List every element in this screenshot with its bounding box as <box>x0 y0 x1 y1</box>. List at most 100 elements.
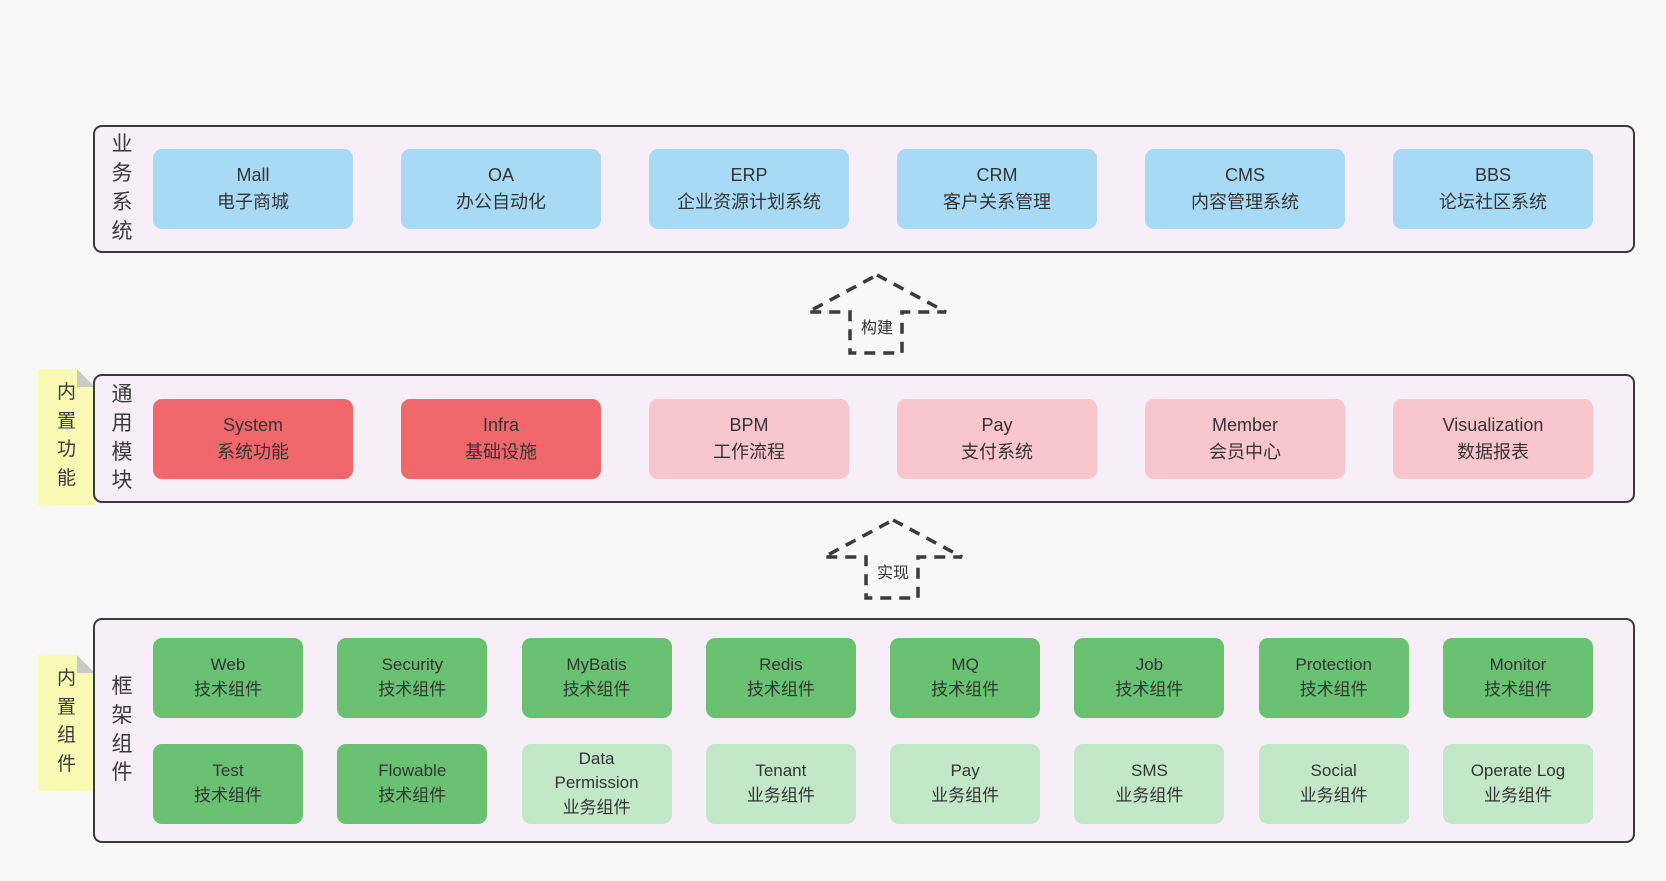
box-subtitle: 技术组件 <box>1115 679 1184 699</box>
arrow-build-label: 构建 <box>857 314 897 338</box>
box-mq: MQ 技术组件 <box>890 637 1041 718</box>
box-name: System <box>222 414 283 435</box>
box-subtitle: 业务组件 <box>1483 785 1552 805</box>
band-label-components: 框架组件 <box>95 620 149 841</box>
box-subtitle: 技术组件 <box>378 785 447 805</box>
box-subtitle: 系统功能 <box>217 441 289 462</box>
box-web: Web 技术组件 <box>153 637 303 718</box>
note-text: 内置功能 <box>56 382 76 489</box>
box-name: Test <box>212 760 244 780</box>
box-system: System 系统功能 <box>153 398 353 479</box>
band-modules-boxes: System 系统功能 Infra 基础设施 BPM 工作流程 Pay 支付系统… <box>149 376 1633 501</box>
band-label-business: 业务系统 <box>95 127 149 251</box>
arrow-implement: 实现 <box>821 517 965 601</box>
box-data-permission: Data Permission 业务组件 <box>521 743 672 824</box>
box-infra: Infra 基础设施 <box>401 398 601 479</box>
box-subtitle: 客户关系管理 <box>943 192 1051 212</box>
box-subtitle: 技术组件 <box>194 679 262 699</box>
box-mall: Mall 电子商城 <box>153 149 353 229</box>
box-mybatis: MyBatis 技术组件 <box>521 637 672 718</box>
box-name: CRM <box>976 165 1018 185</box>
box-flowable: Flowable 技术组件 <box>337 743 488 824</box>
box-tenant: Tenant 业务组件 <box>705 743 856 824</box>
box-name: Data Permission <box>554 748 639 793</box>
box-subtitle: 电子商城 <box>217 192 289 212</box>
box-member: Member 会员中心 <box>1145 398 1345 479</box>
band-label-modules: 通用模块 <box>95 376 149 501</box>
box-subtitle: 企业资源计划系统 <box>677 192 821 212</box>
box-name: ERP <box>730 165 768 185</box>
box-name: BBS <box>1474 165 1512 185</box>
box-name: Pay <box>950 760 980 780</box>
box-name: Operate Log <box>1470 760 1566 780</box>
box-name: Visualization <box>1442 414 1544 435</box>
box-subtitle: 工作流程 <box>713 441 785 462</box>
box-operate-log: Operate Log 业务组件 <box>1442 743 1593 824</box>
box-subtitle: 办公自动化 <box>456 192 546 212</box>
box-name: BPM <box>729 414 769 435</box>
box-subtitle: 技术组件 <box>746 679 815 699</box>
box-name: OA <box>487 165 514 185</box>
box-name: Monitor <box>1489 654 1547 674</box>
arrow-build: 构建 <box>805 272 949 356</box>
box-pay-module: Pay 支付系统 <box>897 398 1097 479</box>
box-subtitle: 业务组件 <box>746 785 815 805</box>
box-social: Social 业务组件 <box>1258 743 1409 824</box>
box-subtitle: 技术组件 <box>931 679 1000 699</box>
band-components-boxes: Web 技术组件 Security 技术组件 MyBatis 技术组件 Redi… <box>149 620 1633 841</box>
arrow-implement-label: 实现 <box>873 559 913 583</box>
box-name: Member <box>1211 414 1278 435</box>
box-bbs: BBS 论坛社区系统 <box>1393 149 1593 229</box>
box-name: CMS <box>1225 165 1265 185</box>
box-name: Security <box>381 654 443 674</box>
arrow-up-dashed-icon <box>807 273 947 355</box>
box-security: Security 技术组件 <box>337 637 488 718</box>
box-cms: CMS 内容管理系统 <box>1145 149 1345 229</box>
components-row-2: Test 技术组件 Flowable 技术组件 Data Permission … <box>153 743 1593 824</box>
box-name: Job <box>1135 654 1164 674</box>
box-bpm: BPM 工作流程 <box>649 398 849 479</box>
band-framework-components: 框架组件 Web 技术组件 Security 技术组件 MyBatis 技术组件… <box>93 618 1635 843</box>
box-subtitle: 技术组件 <box>194 785 262 805</box>
box-subtitle: 技术组件 <box>1299 679 1368 699</box>
box-subtitle: 业务组件 <box>931 785 1000 805</box>
box-name: SMS <box>1130 760 1168 780</box>
sticky-note-built-in-components: 内置组件 <box>38 655 95 791</box>
band-label-text: 业务系统 <box>111 133 133 243</box>
box-subtitle: 基础设施 <box>465 441 537 462</box>
box-name: Protection <box>1295 654 1372 674</box>
box-crm: CRM 客户关系管理 <box>897 149 1097 229</box>
arrow-up-dashed-icon <box>823 518 963 600</box>
box-protection: Protection 技术组件 <box>1258 637 1409 718</box>
box-subtitle: 业务组件 <box>562 797 631 817</box>
box-oa: OA 办公自动化 <box>401 149 601 229</box>
box-subtitle: 技术组件 <box>378 679 447 699</box>
box-redis: Redis 技术组件 <box>705 637 856 718</box>
box-subtitle: 论坛社区系统 <box>1439 192 1547 212</box>
box-name: Redis <box>759 654 803 674</box>
box-subtitle: 会员中心 <box>1209 441 1281 462</box>
box-name: Flowable <box>378 760 447 780</box>
box-subtitle: 技术组件 <box>1483 679 1552 699</box>
box-erp: ERP 企业资源计划系统 <box>649 149 849 229</box>
band-business-systems: 业务系统 Mall 电子商城 OA 办公自动化 ERP 企业资源计划系统 CRM… <box>93 125 1635 253</box>
box-monitor: Monitor 技术组件 <box>1442 637 1593 718</box>
note-text: 内置组件 <box>56 668 76 775</box>
box-name: Tenant <box>755 760 807 780</box>
box-sms: SMS 业务组件 <box>1074 743 1225 824</box>
box-job: Job 技术组件 <box>1074 637 1225 718</box>
box-visualization: Visualization 数据报表 <box>1393 398 1593 479</box>
band-common-modules: 通用模块 System 系统功能 Infra 基础设施 BPM 工作流程 Pay… <box>93 374 1635 503</box>
box-subtitle: 支付系统 <box>961 441 1033 462</box>
box-name: MQ <box>951 654 979 674</box>
box-name: Pay <box>981 414 1013 435</box>
box-name: Social <box>1310 760 1357 780</box>
box-subtitle: 业务组件 <box>1299 785 1368 805</box>
box-name: MyBatis <box>566 654 627 674</box>
components-row-1: Web 技术组件 Security 技术组件 MyBatis 技术组件 Redi… <box>153 637 1593 718</box>
box-subtitle: 技术组件 <box>562 679 631 699</box>
band-label-text: 通用模块 <box>111 382 133 493</box>
box-subtitle: 业务组件 <box>1115 785 1184 805</box>
box-subtitle: 数据报表 <box>1457 441 1529 462</box>
box-name: Infra <box>482 414 520 435</box>
